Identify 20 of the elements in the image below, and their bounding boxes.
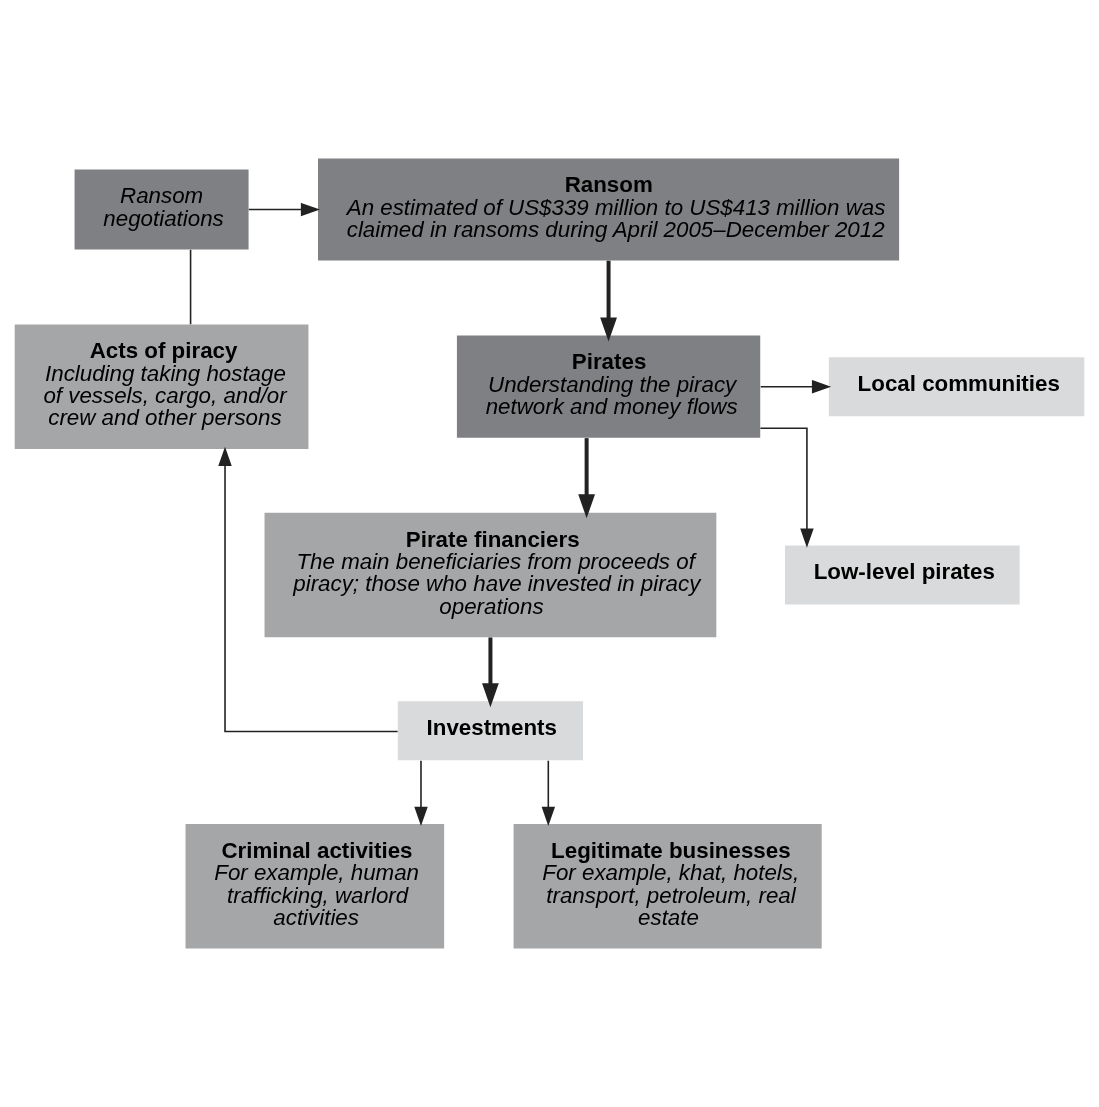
node-box: Legitimate businesses For example, khat, hotels, transport, petroleum, real estate <box>513 824 822 949</box>
arrow <box>482 637 499 708</box>
arrow <box>759 379 832 394</box>
node-box: Local communities <box>828 357 1085 417</box>
node-box: Ransom An estimated of US$339 million to US$413 million was claimed in ransoms during April 2005–December 2012 <box>318 158 900 261</box>
node-box: Pirates Understanding the piracy network and money flows <box>456 335 761 438</box>
arrow <box>414 759 428 826</box>
node-box: Pirate financiers The main beneficiaries from proceeds of piracy; those who have invested in piracy operations <box>264 512 717 638</box>
node-box: Low-level pirates <box>784 545 1020 605</box>
node-box: Acts of piracy Including taking hostage of vessels, cargo, and/or crew and other persons <box>14 324 309 449</box>
arrow <box>218 446 399 733</box>
connector <box>189 249 192 325</box>
arrow <box>759 427 814 548</box>
node-box: Ransom negotiations <box>74 169 249 250</box>
node-box: Criminal activities For example, human trafficking, warlord activities <box>185 824 445 949</box>
arrow <box>578 438 595 519</box>
arrow <box>541 759 555 826</box>
node-box: Investments <box>397 701 583 761</box>
arrow <box>248 202 321 217</box>
arrow <box>600 260 617 342</box>
